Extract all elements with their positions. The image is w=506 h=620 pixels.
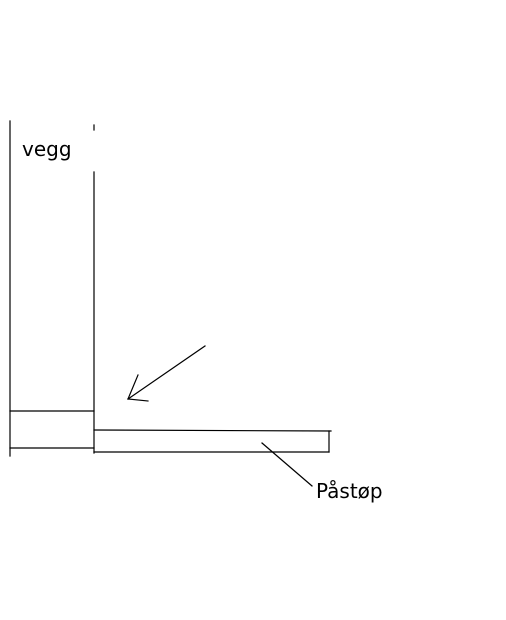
arrow-head-lower xyxy=(127,398,149,402)
slab-label: Påstøp xyxy=(316,479,383,503)
arrow-shaft xyxy=(127,345,206,400)
slab-top-line xyxy=(93,429,332,432)
wall-label: vegg xyxy=(22,137,72,161)
slab-leader-line xyxy=(261,442,313,487)
arrow-head-upper xyxy=(127,374,139,400)
